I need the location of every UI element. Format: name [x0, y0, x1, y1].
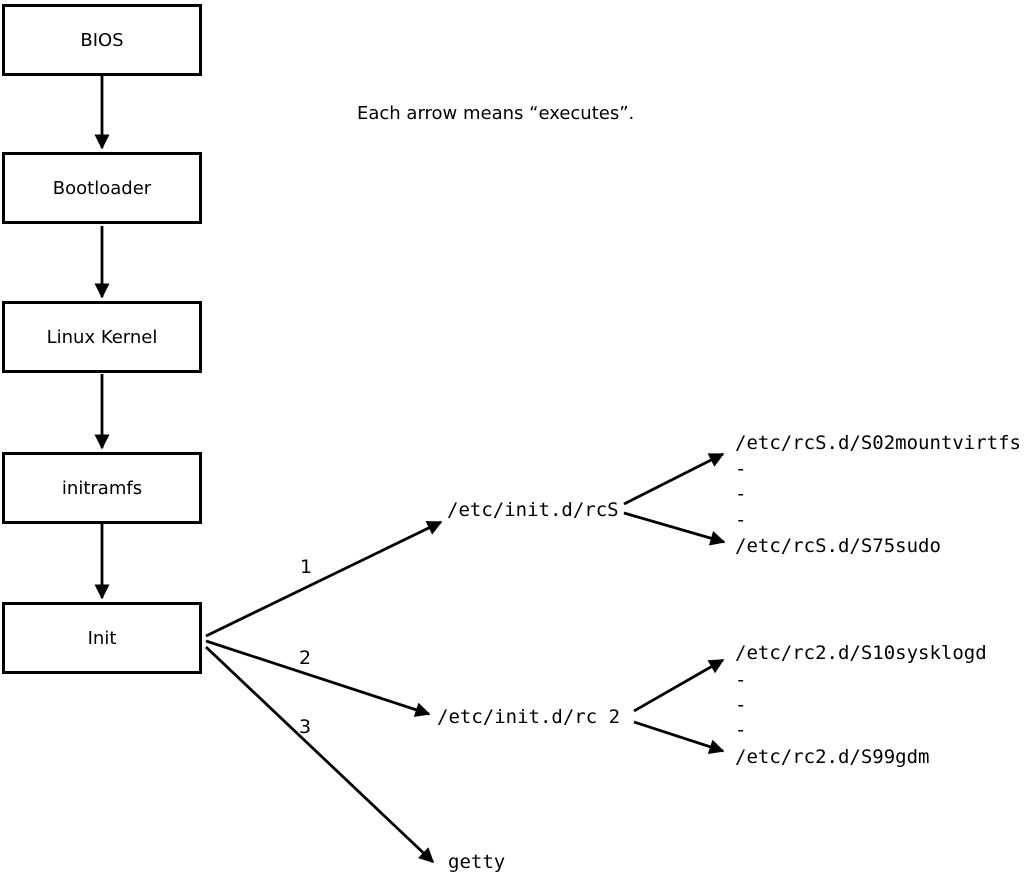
arrow-rc2-to-s99gdm: [633, 720, 725, 754]
branch-1-child-1: -: [735, 458, 747, 480]
branch-2-child-0: /etc/rc2.d/S10sysklogd: [735, 642, 987, 664]
box-linux-kernel: Linux Kernel: [2, 301, 202, 373]
caption: Each arrow means “executes”.: [357, 103, 635, 124]
branch-1-target-label: /etc/init.d/rcS: [447, 499, 619, 521]
box-initramfs: initramfs: [2, 452, 202, 524]
branch-2-target-label: /etc/init.d/rc 2: [437, 706, 621, 728]
box-initramfs-label: initramfs: [61, 477, 143, 499]
box-linux-kernel-label: Linux Kernel: [46, 326, 158, 348]
branch-1-child-0: /etc/rcS.d/S02mountvirtfs: [735, 432, 1021, 454]
branch-1-number: 1: [300, 556, 313, 578]
box-bootloader-label: Bootloader: [52, 177, 152, 199]
arrow-rcS-to-s75sudo: [623, 511, 726, 546]
box-bootloader: Bootloader: [2, 152, 202, 224]
branch-2-child-2: -: [735, 694, 747, 716]
box-init: Init: [2, 602, 202, 674]
branch-2-child-4: /etc/rc2.d/S99gdm: [735, 746, 930, 768]
box-bios: BIOS: [2, 4, 202, 76]
arrow-rcS-to-s02mountvirtfs: [623, 452, 725, 506]
arrow-init-to-getty: [205, 645, 435, 864]
branch-1-child-4: /etc/rcS.d/S75sudo: [735, 535, 941, 557]
branch-2-number: 2: [299, 647, 312, 669]
box-bios-label: BIOS: [80, 29, 124, 51]
arrow-init-to-rcS: [205, 520, 443, 638]
arrow-init-to-rc2: [205, 639, 431, 717]
branch-2-child-3: -: [735, 719, 747, 741]
box-init-label: Init: [87, 627, 117, 649]
arrow-rc2-to-s10sysklogd: [633, 658, 725, 713]
branch-1-child-2: -: [735, 483, 747, 505]
branch-2-child-1: -: [735, 669, 747, 691]
branch-1-child-3: -: [735, 509, 747, 531]
branch-3-target-label: getty: [448, 851, 506, 873]
branch-3-number: 3: [299, 716, 312, 738]
